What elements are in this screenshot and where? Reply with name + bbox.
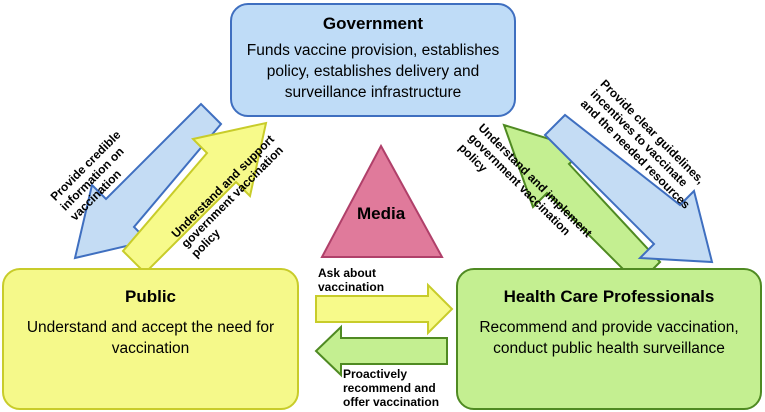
- government-title: Government: [322, 14, 424, 33]
- arrow-public-to-gov: [121, 121, 268, 275]
- health-care-professionals-box: Health Care Professionals Recommend and …: [456, 268, 762, 410]
- label-hcp-to-public: Proactively recommend and offer vaccinat…: [343, 367, 440, 409]
- arrow-hcp-to-public: [314, 324, 448, 378]
- arrow-gov-to-public: [73, 102, 223, 260]
- arrow-gov-to-hcp: [543, 113, 714, 264]
- hcp-title: Health Care Professionals: [503, 287, 715, 306]
- media-triangle: [320, 143, 444, 258]
- government-box: Government Funds vaccine provision, esta…: [230, 3, 516, 117]
- arrow-public-to-hcp: [315, 282, 454, 336]
- public-box: Public Understand and accept the need fo…: [2, 268, 299, 410]
- public-title: Public: [124, 287, 176, 306]
- public-description: Understand and accept the need for vacci…: [26, 319, 275, 357]
- media-label: Media: [357, 204, 406, 223]
- label-public-to-hcp: Ask about vaccination: [318, 266, 385, 294]
- government-description: Funds vaccine provision, establishes pol…: [246, 42, 500, 101]
- hcp-description: Recommend and provide vaccination, condu…: [479, 319, 739, 357]
